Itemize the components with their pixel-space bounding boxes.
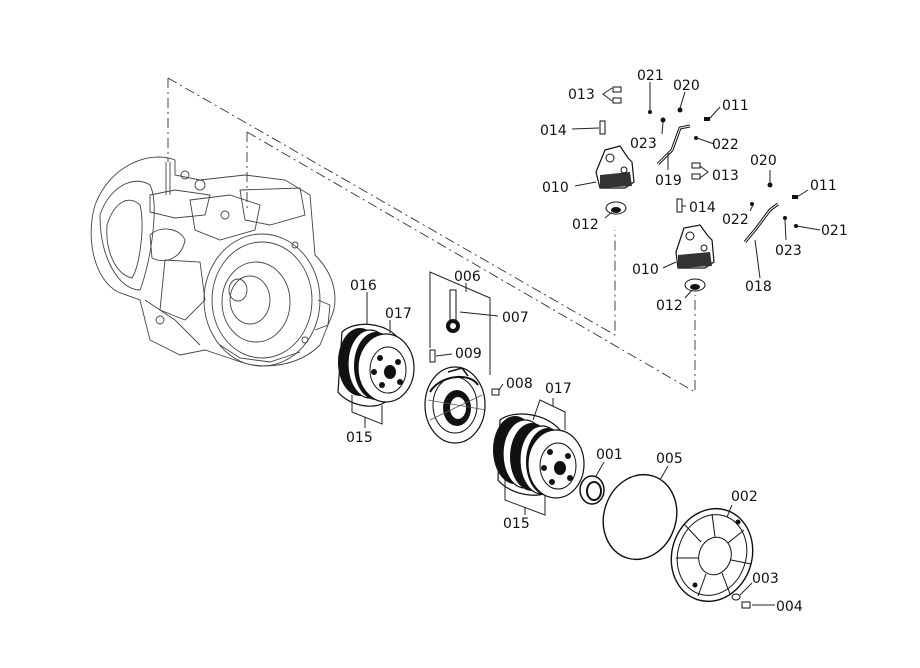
- valve-block-lower: [675, 224, 715, 269]
- label-020-lower: 020: [750, 153, 777, 169]
- bolt-007: [446, 289, 460, 333]
- label-010-lower: 010: [632, 262, 659, 278]
- label-005: 005: [656, 451, 683, 467]
- label-018: 018: [745, 279, 772, 295]
- label-003: 003: [752, 571, 779, 587]
- label-012-lower: 012: [656, 298, 683, 314]
- label-009: 009: [455, 346, 482, 362]
- label-017-left: 017: [385, 306, 412, 322]
- washer-003: [731, 593, 741, 601]
- leader-lines: [351, 82, 821, 606]
- label-022-lower: 022: [722, 212, 749, 228]
- pin-014-lower: [676, 198, 683, 213]
- label-006: 006: [454, 269, 481, 285]
- label-015-right: 015: [503, 516, 530, 532]
- label-022-upper: 022: [712, 137, 739, 153]
- label-007: 007: [502, 310, 529, 326]
- label-023-upper: 023: [630, 136, 657, 152]
- label-011-upper: 011: [722, 98, 749, 114]
- pipe-018: [743, 202, 779, 243]
- label-015-left: 015: [346, 430, 373, 446]
- label-004: 004: [776, 599, 803, 615]
- label-001: 001: [596, 447, 623, 463]
- brake-disc-assembly: [424, 366, 487, 444]
- projection-lines: [167, 77, 696, 393]
- label-013-upper: 013: [568, 87, 595, 103]
- screw-009: [429, 349, 436, 363]
- screw-004: [741, 601, 751, 609]
- label-013-lower: 013: [712, 168, 739, 184]
- valve-block-upper: [595, 145, 635, 189]
- clutch-pack-rear: [493, 413, 585, 499]
- label-016: 016: [350, 278, 377, 294]
- label-011-lower: 011: [810, 178, 837, 194]
- diaphragm-012-lower: [684, 278, 706, 292]
- label-008: 008: [506, 376, 533, 392]
- label-020-upper: 020: [673, 78, 700, 94]
- label-014-lower: 014: [689, 200, 716, 216]
- diaphragm-012-upper: [605, 201, 627, 215]
- label-021-lower: 021: [821, 223, 848, 239]
- o-ring-005: [602, 473, 678, 561]
- label-002: 002: [731, 489, 758, 505]
- clutch-pack-front: [337, 323, 415, 407]
- nuts-013-upper: [612, 86, 622, 104]
- pin-014-upper: [599, 120, 606, 135]
- seal-001: [579, 475, 605, 505]
- small-fittings-upper: [648, 107, 710, 180]
- cover-002: [670, 507, 754, 603]
- part-labels: 016 017 015 006 007 009 008 017 015 001 …: [346, 68, 848, 615]
- label-017-right: 017: [545, 381, 572, 397]
- label-010-upper: 010: [542, 180, 569, 196]
- label-021-upper: 021: [637, 68, 664, 84]
- pipe-019: [656, 124, 691, 166]
- screw-008: [491, 388, 500, 396]
- label-023-lower: 023: [775, 243, 802, 259]
- label-014-upper: 014: [540, 123, 567, 139]
- transmission-housing: [90, 156, 336, 367]
- label-019: 019: [655, 173, 682, 189]
- label-012-upper: 012: [572, 217, 599, 233]
